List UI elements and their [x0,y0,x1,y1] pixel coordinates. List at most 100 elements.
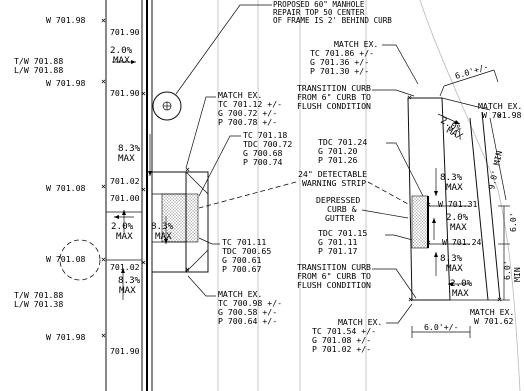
svg-text:×: × [141,184,146,194]
elev-block-2-g: G 700.61 [222,255,262,265]
slope-r3-note: MAX [450,222,467,233]
match-ex-1-p: P 700.78 +/- [218,117,277,127]
manhole [152,91,182,121]
slope-s3-note: MAX [116,231,133,242]
elev-block-2-tdc: TDC 700.65 [222,246,271,256]
match-ex-2-tc: TC 700.98 +/- [218,298,282,308]
match-ex-2: MATCH EX. TC 700.98 +/- G 700.58 +/- P 7… [187,275,282,326]
svg-text:×: × [426,237,431,247]
w-middle-b: 701.00 [110,193,140,203]
w-second-mid: 701.90 [110,88,140,98]
left-elevation-labels: W 701.98 701.90 T/W 701.88 L/W 701.88 W … [14,15,140,356]
svg-text:×: × [141,257,146,267]
manhole-note-line2: REPAIR TOP 50 CENTER [273,8,365,17]
elev-block-1-tdc: TDC 700.72 [243,139,292,149]
slope-r5-note: MAX [452,288,469,299]
transition-curb-1-line3: FLUSH CONDITION [297,101,371,111]
svg-text:×: × [497,110,502,120]
w-middle: W 701.08 [46,183,86,193]
right-match-ex-bot: MATCH EX. [470,307,514,317]
svg-text:×: × [141,88,146,98]
match-ex-1-tc: TC 701.12 +/- [218,99,282,109]
slope-s2: 8.3% [118,143,141,154]
slope-r4-note: MAX [446,263,463,274]
left-sidewalk-linework [105,0,521,391]
svg-text:×: × [408,294,413,304]
lw-upper: L/W 701.88 [14,65,63,75]
left-curb-ramp [152,171,209,273]
manhole-note: PROPOSED 60" MANHOLE REPAIR TOP 50 CENTE… [175,0,392,95]
transition-curb-1: TRANSITION CURB FROM 6" CURB TO FLUSH CO… [297,83,415,111]
svg-text:×: × [101,254,106,264]
w-middle-a: 701.02 [110,176,140,186]
elev-block-4: TDC 701.15 G 701.11 P 701.17 [318,228,421,256]
right-elevation-labels: × × × × × × W 701.31 W 701.24 MATCH EX. … [407,92,522,326]
detectable-strip-callout: 24" DETECTABLE WARNING STRIP [198,169,409,209]
svg-text:×: × [497,294,502,304]
w-bottom: W 701.98 [46,332,86,342]
match-ex-4: MATCH EX. TC 701.54 +/- G 701.08 +/- P 7… [312,303,413,354]
slope-r5: 2.0% [450,278,473,289]
dim-9-min: 9.0' MIN [486,150,504,191]
elev-block-1-g: G 700.68 [243,148,283,158]
slope-r2-note: MAX [446,182,463,193]
detectable-strip-line2: WARNING STRIP [302,178,366,188]
transition-curb-1-line2: FROM 6" CURB TO [297,92,371,102]
elev-block-1-tc: TC 701.18 [243,130,287,140]
depressed-line1: DEPRESSED [316,195,360,205]
right-match-ex-top: MATCH EX. [478,101,522,111]
right-curb-ramp [407,97,501,301]
svg-text:×: × [185,164,190,174]
left-slope-labels: 2.0% MAX 8.3% MAX 2.0% MAX 8.3% MAX 8.3%… [110,45,174,296]
detectable-warning-strip-left [161,193,199,243]
elev-block-3-p: P 701.26 [318,155,358,165]
dim-top: 6.0'+/- [454,61,490,81]
match-ex-2-title: MATCH EX. [218,289,262,299]
manhole-note-line1: PROPOSED 60" MANHOLE [273,0,365,9]
slope-s4-note: MAX [155,231,172,242]
transition-curb-2-line1: TRANSITION CURB [297,262,371,272]
elev-block-4-p: P 701.17 [318,246,358,256]
elev-block-2: TC 701.11 TDC 700.65 G 700.61 P 700.67 [198,237,271,274]
elev-block-2-tc: TC 701.11 [222,237,266,247]
svg-text:×: × [101,330,106,340]
manhole-frame [152,91,182,121]
w-top-mid: 701.90 [110,27,140,37]
match-ex-4-title: MATCH EX. [338,317,382,327]
w-701-31: W 701.31 [438,199,478,209]
slope-s5: 8.3% [118,275,141,286]
svg-text:×: × [101,15,106,25]
elev-block-4-tdc: TDC 701.15 [318,228,367,238]
match-ex-3-p: P 701.30 +/- [310,66,369,76]
dim-min: MIN [512,267,522,282]
svg-text:×: × [185,264,190,274]
right-w-top: W 701.98 [482,110,522,120]
slope-r4: 8.3% [440,253,463,264]
w-701-24: W 701.24 [442,237,482,247]
tw-upper: T/W 701.88 [14,56,63,66]
match-ex-3-title: MATCH EX. [334,39,378,49]
elev-block-4-g: G 701.11 [318,237,358,247]
slope-s1-note: MAX [113,55,130,66]
elev-block-1-p: P 700.74 [243,157,283,167]
right-w-bot: W 701.62 [474,316,514,326]
match-ex-4-p: P 701.02 +/- [312,344,371,354]
w-lower-mid: 701.02 [110,262,140,272]
w-lower: W 701.08 [46,254,86,264]
match-circle-dashed [59,239,101,281]
elev-block-2-p: P 700.67 [222,264,262,274]
svg-text:×: × [101,76,106,86]
manhole-note-line3: OF FRAME IS 2' BEHIND CURB [273,16,392,25]
match-ex-3-g: G 701.36 +/- [310,57,369,67]
match-ex-3: MATCH EX. TC 701.86 +/- G 701.36 +/- P 7… [310,39,419,85]
right-slope-arrows [432,113,470,286]
w-second: W 701.98 [46,78,86,88]
match-ex-1-title: MATCH EX. [218,90,262,100]
slope-r3: 2.0% [446,212,469,223]
tw-lower: T/W 701.88 [14,290,63,300]
lw-lower: L/W 701.38 [14,299,63,309]
match-ex-1-g: G 700.72 +/- [218,108,277,118]
match-ex-1: MATCH EX. TC 701.12 +/- G 700.72 +/- P 7… [185,90,282,169]
svg-text:×: × [407,92,412,102]
